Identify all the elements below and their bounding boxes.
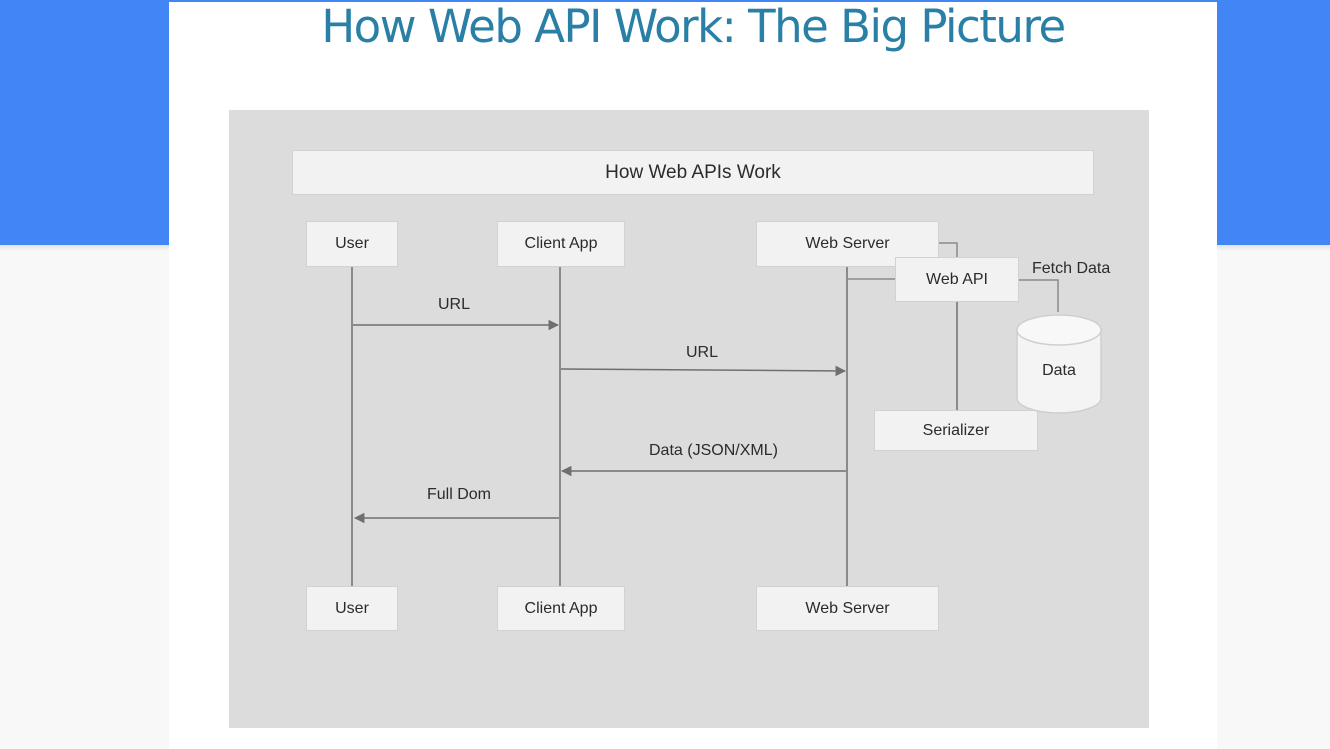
serializer-box: Serializer	[874, 410, 1038, 451]
slide-title: How Web API Work: The Big Picture	[321, 0, 1066, 53]
message-arrow-url-2	[560, 365, 847, 377]
sequence-diagram: How Web APIs Work User Client App Web Se…	[229, 110, 1149, 728]
participant-user-bottom: User	[306, 586, 398, 631]
database-icon	[1016, 314, 1102, 414]
message-label-full-dom: Full Dom	[427, 486, 492, 503]
data-store-label: Data	[1042, 362, 1076, 379]
connector-api-data	[1017, 279, 1059, 312]
diagram-header: How Web APIs Work	[292, 150, 1094, 195]
data-store: Data	[1016, 312, 1102, 414]
participant-client-app-bottom: Client App	[497, 586, 625, 631]
connector-server-api-top	[938, 242, 958, 258]
message-label-url-2: URL	[686, 344, 719, 361]
diagram-connectors	[351, 242, 1059, 586]
fetch-data-label: Fetch Data	[1032, 260, 1111, 277]
message-label-data: Data (JSON/XML)	[649, 442, 778, 459]
web-api-box: Web API	[895, 257, 1019, 302]
message-label-url-1: URL	[438, 296, 471, 313]
participant-web-server-bottom: Web Server	[756, 586, 939, 631]
participant-user-top: User	[306, 221, 398, 267]
participant-client-app-top: Client App	[497, 221, 625, 267]
